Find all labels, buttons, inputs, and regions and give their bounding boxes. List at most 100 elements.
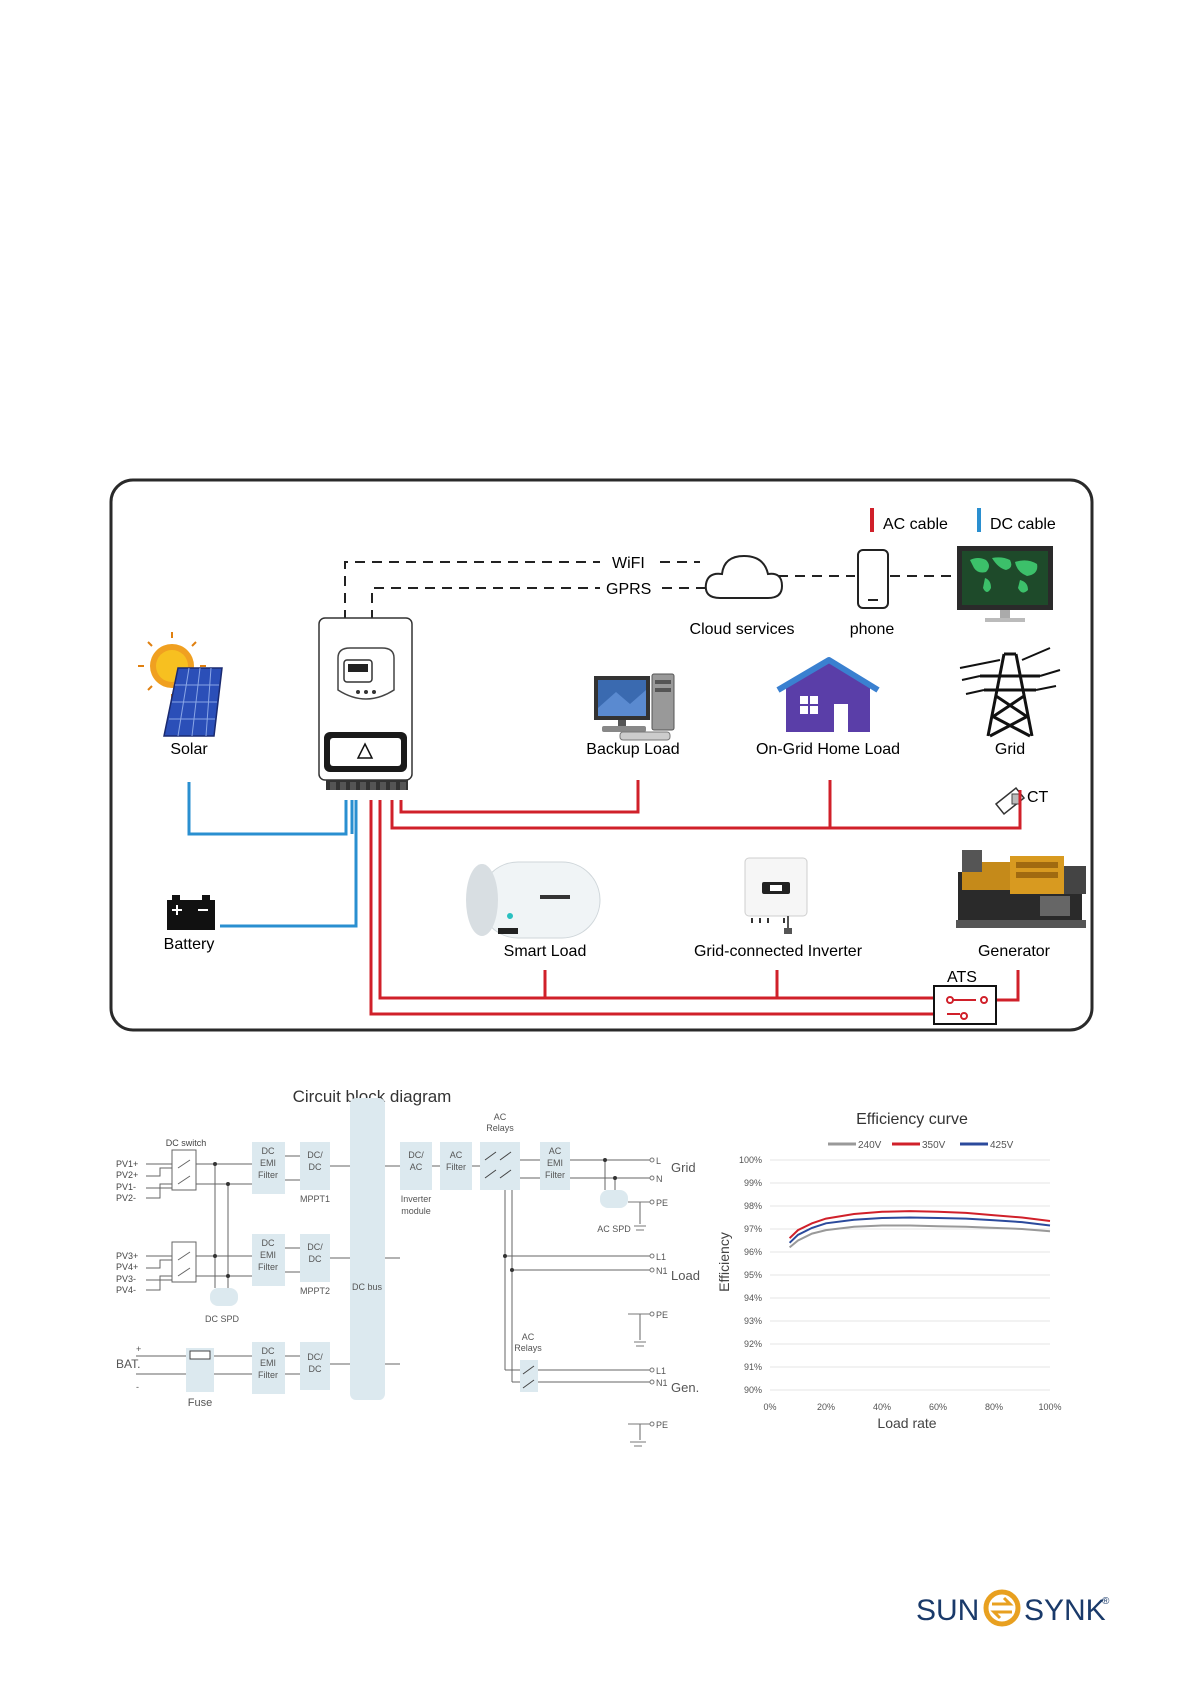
legend-dc-label: DC cable [990, 516, 1056, 533]
grid-connected-inverter-icon [744, 857, 808, 934]
y-axis-label: Efficiency [716, 1232, 732, 1292]
x-tick-label: 80% [985, 1402, 1003, 1412]
dcdc-block [300, 1142, 330, 1190]
cloud-icon [704, 554, 784, 599]
bat-plus: + [136, 1344, 141, 1354]
generator-label: Generator [978, 943, 1051, 960]
y-tick-label: 96% [744, 1247, 762, 1257]
battery-label: Battery [164, 936, 215, 953]
dcdc-label: DC [309, 1162, 322, 1172]
circuit-title: Circuit block diagram [293, 1087, 452, 1106]
inverter-icon [318, 617, 413, 790]
brand-right: SYNK [1024, 1594, 1106, 1627]
solar-panel-icon [138, 632, 223, 737]
dc-spd-block [210, 1288, 238, 1306]
ac-relays-label: AC [494, 1112, 507, 1122]
x-tick-label: 60% [929, 1402, 947, 1412]
dc-spd-label: DC SPD [205, 1314, 240, 1324]
emi-label: EMI [260, 1358, 276, 1368]
dcdc-label: DC [309, 1364, 322, 1374]
x-tick-label: 0% [763, 1402, 776, 1412]
dcdc-label: DC [309, 1254, 322, 1264]
mppt2-label: MPPT2 [300, 1286, 330, 1296]
terminal-n1: N1 [656, 1378, 668, 1388]
terminal-n: N [656, 1174, 663, 1184]
emi-label: Filter [258, 1262, 278, 1272]
gen-port-label: Gen. [671, 1380, 699, 1395]
x-tick-label: 40% [873, 1402, 891, 1412]
bat-minus: - [136, 1382, 139, 1392]
pv-label: PV1+ [116, 1159, 138, 1169]
comm-lines [344, 561, 955, 620]
ac-relays-block [480, 1142, 520, 1190]
emi-label: EMI [260, 1158, 276, 1168]
ac-filter-block [440, 1142, 472, 1190]
brand-mark-icon [983, 1589, 1021, 1627]
emi-label: DC [262, 1346, 275, 1356]
ac-filter-label: AC [450, 1150, 463, 1160]
brand-registered: ® [1102, 1596, 1110, 1607]
ct-clamp-icon [994, 786, 1026, 816]
y-tick-label: 94% [744, 1293, 762, 1303]
dc-cables [187, 782, 358, 928]
ct-label: CT [1027, 789, 1049, 806]
y-tick-label: 98% [744, 1201, 762, 1211]
generator-icon [956, 850, 1086, 928]
emi-label: Filter [258, 1170, 278, 1180]
solar-label: Solar [170, 741, 208, 758]
dcdc-label: DC/ [307, 1242, 323, 1252]
cloud-label: Cloud services [690, 621, 795, 638]
load-port-label: Load [671, 1268, 700, 1283]
legend-dc-swatch [977, 508, 981, 532]
gen-relay-block [520, 1360, 538, 1392]
y-axis-ticks: 90%91%92%93%94%95%96%97%98%99%100% [739, 1155, 762, 1395]
grid-inverter-label: Grid-connected Inverter [694, 943, 863, 960]
y-tick-label: 99% [744, 1178, 762, 1188]
chart-title: Efficiency curve [856, 1111, 968, 1128]
pv-label: PV1- [116, 1182, 136, 1192]
inverter-module-label: Inverter [401, 1194, 432, 1204]
system-diagram: AC cable DC cable WiFI GPRS Cloud servic… [109, 478, 1094, 1032]
terminal-l1: L1 [656, 1252, 666, 1262]
inverter-module-label: module [401, 1206, 431, 1216]
legend-label: 240V [858, 1140, 882, 1151]
emi-label: Filter [258, 1370, 278, 1380]
legend-ac-label: AC cable [883, 516, 948, 533]
chart-grid [770, 1159, 1050, 1391]
bat-label: BAT. [116, 1357, 140, 1371]
ongrid-load-label: On-Grid Home Load [756, 741, 900, 758]
battery-icon [167, 895, 215, 930]
y-tick-label: 91% [744, 1362, 762, 1372]
series-line-425V [788, 1216, 1051, 1244]
ac-relays-label: Relays [486, 1123, 514, 1133]
dc-switch-box [171, 1241, 197, 1283]
ac-emi-filter-block [540, 1142, 570, 1190]
house-icon [776, 657, 880, 732]
x-tick-label: 100% [1038, 1402, 1061, 1412]
gen-relays-label: Relays [514, 1343, 542, 1353]
ats-switch-icon [933, 985, 997, 1025]
mppt1-label: MPPT1 [300, 1194, 330, 1204]
smart-load-label: Smart Load [504, 943, 587, 960]
phone-icon [857, 549, 889, 609]
dcdc-block [300, 1234, 330, 1282]
legend-label: 425V [990, 1140, 1014, 1151]
terminal-l1: L1 [656, 1366, 666, 1376]
legend: AC cable DC cable [870, 508, 1056, 533]
series-line-240V [788, 1224, 1051, 1249]
terminal-pe: PE [656, 1198, 668, 1208]
dcac-label: AC [410, 1162, 423, 1172]
dcac-label: DC/ [408, 1150, 424, 1160]
gen-relays-label: AC [522, 1332, 535, 1342]
ac-emi-label: Filter [545, 1170, 565, 1180]
monitor-icon [957, 546, 1053, 622]
terminal-pe: PE [656, 1310, 668, 1320]
pv-label: PV2+ [116, 1170, 138, 1180]
backup-load-icon [594, 673, 675, 741]
dc-bus-label: DC bus [352, 1282, 383, 1292]
legend-ac-swatch [870, 508, 874, 532]
dcdc-block [300, 1342, 330, 1390]
terminal-pe: PE [656, 1420, 668, 1430]
